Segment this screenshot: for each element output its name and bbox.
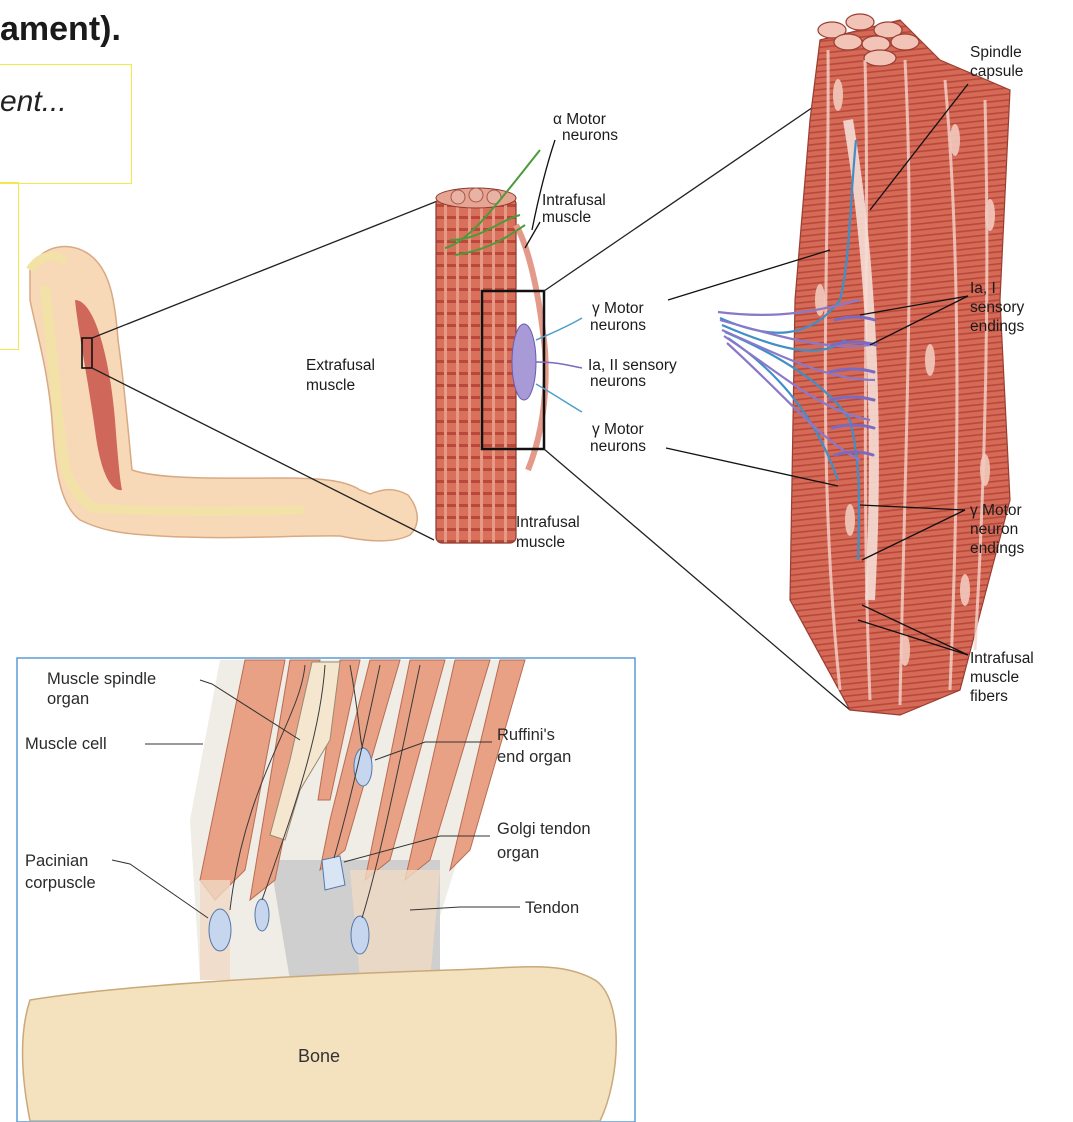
arm-skin bbox=[30, 247, 417, 541]
label-ia-i-1: Ia, I bbox=[970, 280, 996, 297]
label-gamma-motor-2a: γ Motor bbox=[592, 421, 644, 438]
label-gamma-motor-1a: γ Motor bbox=[592, 300, 644, 317]
label-extrafusal-2: muscle bbox=[306, 377, 355, 394]
label-spindle-capsule-1: Spindle bbox=[970, 44, 1022, 61]
spindle-capsule-small bbox=[512, 324, 536, 400]
label-muscle-cell: Muscle cell bbox=[25, 735, 107, 753]
label-gamma-endings-2: neuron bbox=[970, 521, 1018, 538]
arm-illustration bbox=[30, 200, 440, 541]
label-extrafusal-1: Extrafusal bbox=[306, 357, 375, 374]
label-ia-ii-1: Ia, II sensory bbox=[588, 357, 677, 374]
label-pacinian-1: Pacinian bbox=[25, 852, 88, 870]
label-intrafusal-bottom-1: Intrafusal bbox=[516, 514, 580, 531]
spindle-detail bbox=[718, 14, 1010, 715]
label-muscle-spindle-1: Muscle spindle bbox=[47, 670, 156, 688]
label-bone: Bone bbox=[298, 1046, 340, 1066]
label-ruffini-2: end organ bbox=[497, 748, 571, 766]
forearm-bone bbox=[95, 508, 300, 511]
label-gamma-motor-2b: neurons bbox=[590, 438, 646, 455]
label-spindle-capsule-2: capsule bbox=[970, 63, 1023, 80]
label-golgi-2: organ bbox=[497, 844, 539, 862]
label-gamma-endings-3: endings bbox=[970, 540, 1025, 557]
label-tendon: Tendon bbox=[525, 899, 579, 917]
label-intrafusal-fibers-2: muscle bbox=[970, 669, 1019, 686]
label-intrafusal-fibers-1: Intrafusal bbox=[970, 650, 1034, 667]
label-alpha-motor-2: neurons bbox=[562, 127, 618, 144]
bone-shape bbox=[23, 967, 617, 1121]
label-ia-i-3: endings bbox=[970, 318, 1025, 335]
label-gamma-motor-1b: neurons bbox=[590, 317, 646, 334]
label-gamma-endings-1: γ Motor bbox=[970, 502, 1022, 519]
label-alpha-motor-1: α Motor bbox=[553, 111, 606, 128]
label-ia-i-2: sensory bbox=[970, 299, 1025, 316]
label-pacinian-2: corpuscle bbox=[25, 874, 96, 892]
label-intrafusal-top-2: muscle bbox=[542, 209, 591, 226]
label-intrafusal-fibers-3: fibers bbox=[970, 688, 1008, 705]
label-muscle-spindle-2: organ bbox=[47, 690, 89, 708]
label-intrafusal-top-1: Intrafusal bbox=[542, 192, 606, 209]
ruffini-end-organ bbox=[354, 748, 372, 786]
label-golgi-1: Golgi tendon bbox=[497, 820, 591, 838]
label-ruffini-1: Ruffini's bbox=[497, 726, 555, 744]
label-ia-ii-2: neurons bbox=[590, 373, 646, 390]
label-intrafusal-bottom-2: muscle bbox=[516, 534, 565, 551]
pacinian-corpuscle bbox=[209, 909, 231, 951]
